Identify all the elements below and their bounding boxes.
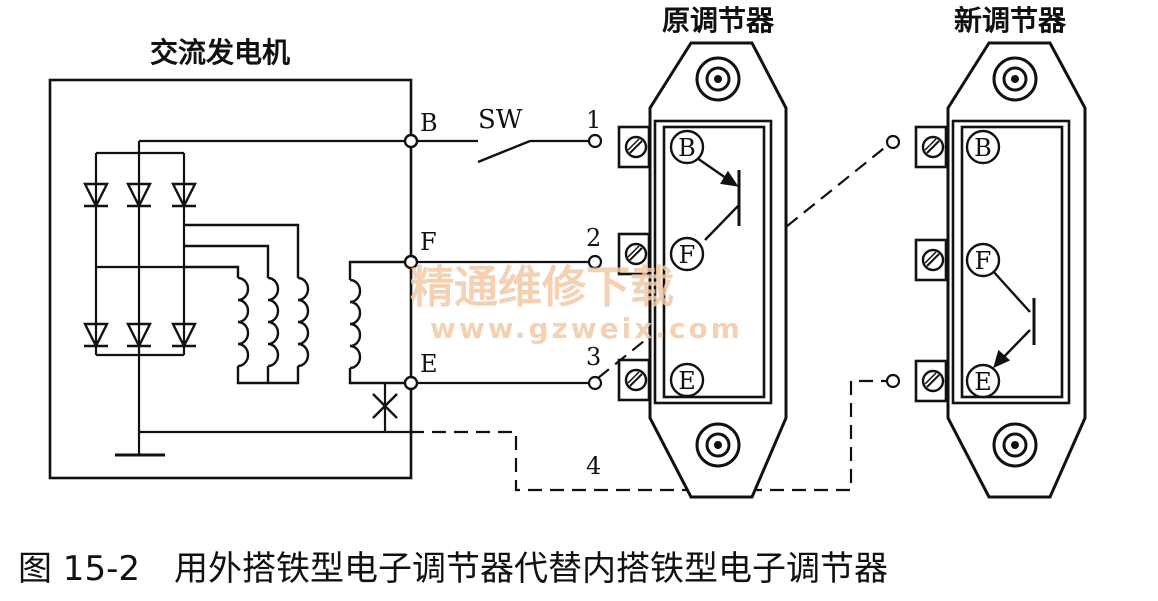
new-mount-hole-bottom — [992, 422, 1038, 468]
new-screw-e — [914, 359, 948, 403]
alternator-title: 交流发电机 — [150, 36, 290, 69]
terminal-e — [403, 375, 419, 391]
wire-number-3: 3 — [586, 343, 601, 371]
original-screw-e — [617, 358, 651, 402]
new-pin-f — [965, 242, 1001, 278]
alternator-housing — [48, 78, 413, 480]
removed-internal-ground-link — [372, 383, 398, 432]
figure-caption: 图 15-2 用外搭铁型电子调节器代替内搭铁型电子调节器 — [18, 549, 888, 589]
connector-new-e — [885, 373, 901, 389]
terminal-b — [403, 133, 419, 149]
rectifier-bridge — [82, 139, 410, 457]
new-mount-hole-top — [992, 56, 1038, 102]
terminal-f-label: F — [420, 228, 437, 256]
original-pin-e-label: E — [678, 367, 696, 395]
connector-new-b — [885, 134, 901, 150]
new-screw-b — [914, 125, 948, 169]
switch-label: SW — [478, 105, 523, 135]
connector-1 — [587, 133, 603, 149]
watermark-url: www.gzweix.com — [430, 312, 743, 345]
original-mount-hole-top — [695, 56, 741, 102]
original-mount-hole-bottom — [695, 422, 741, 468]
connector-2 — [587, 254, 603, 270]
switch-sw — [477, 139, 531, 164]
original-screw-b — [617, 125, 651, 169]
new-pin-e — [965, 363, 1001, 399]
field-winding — [348, 260, 410, 385]
wire-4-dashed — [410, 379, 888, 492]
new-pin-e-label: E — [974, 368, 992, 396]
connector-3 — [587, 375, 603, 391]
new-regulator: 新调节器 B F E — [914, 4, 1087, 499]
alternator: 交流发电机 — [48, 36, 438, 480]
wire-number-2: 2 — [586, 224, 601, 252]
watermark-cn: 精通维修下载 — [410, 262, 674, 313]
new-pin-b — [965, 129, 1001, 165]
original-pin-b — [669, 129, 705, 165]
new-regulator-title: 新调节器 — [954, 4, 1067, 37]
wire-number-4: 4 — [586, 452, 601, 480]
new-transistor — [991, 269, 1036, 369]
original-pin-f-label: F — [679, 241, 696, 269]
original-transistor — [696, 157, 741, 241]
new-pin-f-label: F — [975, 247, 992, 275]
new-screw-f — [914, 238, 948, 282]
original-pin-f — [669, 236, 705, 272]
original-pin-e — [669, 362, 705, 398]
original-regulator-title: 原调节器 — [662, 4, 775, 37]
terminal-b-label: B — [420, 109, 438, 137]
new-pin-b-label: B — [974, 134, 992, 162]
wire-number-1: 1 — [586, 106, 601, 134]
stator-windings — [184, 223, 310, 385]
terminal-e-label: E — [420, 350, 438, 378]
original-pin-b-label: B — [678, 134, 696, 162]
original-regulator: 原调节器 B F E — [617, 4, 788, 499]
